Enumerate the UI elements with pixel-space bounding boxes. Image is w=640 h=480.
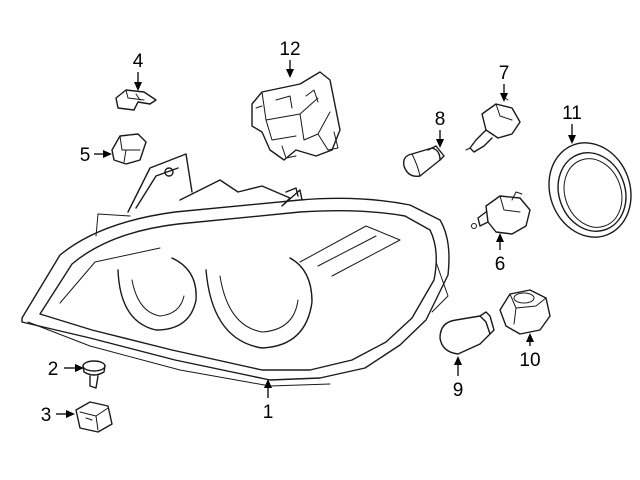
bulb-socket-6-part: [471, 191, 531, 235]
callout-leaders: [56, 60, 576, 418]
callout-1: 1: [263, 402, 274, 423]
mount-bracket-part: [111, 133, 147, 165]
callout-9: 9: [453, 380, 464, 401]
callout-11: 11: [562, 103, 582, 124]
callout-6: 6: [495, 254, 506, 275]
callout-4: 4: [133, 51, 144, 72]
headlamp-assembly: [21, 153, 450, 387]
h7-bulb-part: [465, 95, 521, 153]
callout-3: 3: [41, 405, 52, 426]
control-module-part: [251, 71, 341, 161]
screw-part: [82, 360, 106, 389]
callout-10: 10: [519, 350, 540, 371]
seal-ring-part: [548, 142, 632, 238]
callout-8: 8: [435, 109, 446, 130]
callout-12: 12: [279, 39, 300, 60]
turn-signal-bulb-part: [439, 311, 495, 355]
bulb-socket-10-part: [499, 289, 551, 335]
callout-2: 2: [48, 359, 59, 380]
clip-nut-part: [75, 401, 113, 433]
callout-7: 7: [499, 63, 510, 84]
wedge-bulb-part: [402, 145, 445, 177]
bracket-clip-part: [115, 89, 157, 111]
callout-5: 5: [80, 145, 91, 166]
